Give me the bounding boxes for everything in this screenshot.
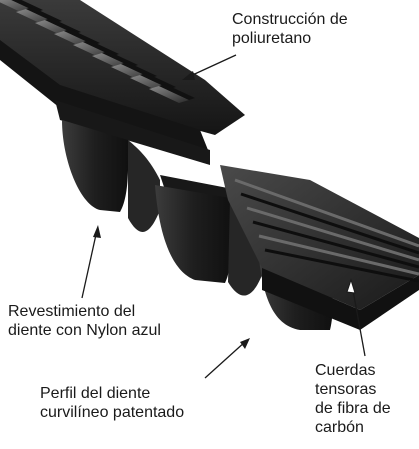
belt-ridge [149,86,189,103]
tensile-cord [246,206,419,262]
callout-arrows [81,54,366,379]
tensile-cord [258,234,419,276]
label-line: Cuerdas [315,362,376,379]
label-nylon-tooth-facing: Revestimiento del diente con Nylon azul [8,302,161,340]
label-line: Perfil del diente [40,385,151,402]
tensile-cord [264,248,419,283]
label-curvilinear-tooth-profile: Perfil del diente curvilíneo patentado [40,384,184,422]
label-line: carbón [315,419,364,433]
label-line: diente con Nylon azul [8,322,161,339]
label-carbon-fiber-cords: Cuerdas tensoras de fibra de carbón [315,361,391,433]
label-line: de fibra de [315,400,391,417]
label-line: poliuretano [232,30,312,47]
arrow-revestimiento [81,225,101,299]
arrow-perfil [204,338,250,379]
belt-ridges [0,0,195,103]
belt-flat-section [220,165,419,330]
tensile-cord [252,220,419,269]
label-line: Revestimiento del [8,303,136,320]
label-polyurethane-construction: Construcción de poliuretano [232,10,348,48]
belt-ridge-shadow [159,84,195,100]
tensile-cords [234,178,419,283]
label-line: curvilíneo patentado [40,404,185,421]
tensile-cord [240,192,419,255]
label-line: tensoras [315,381,377,398]
arrow-construccion [182,54,237,80]
label-line: Construcción de [232,11,348,28]
arrow-cuerdas [346,278,366,357]
tensile-cord [234,178,419,248]
